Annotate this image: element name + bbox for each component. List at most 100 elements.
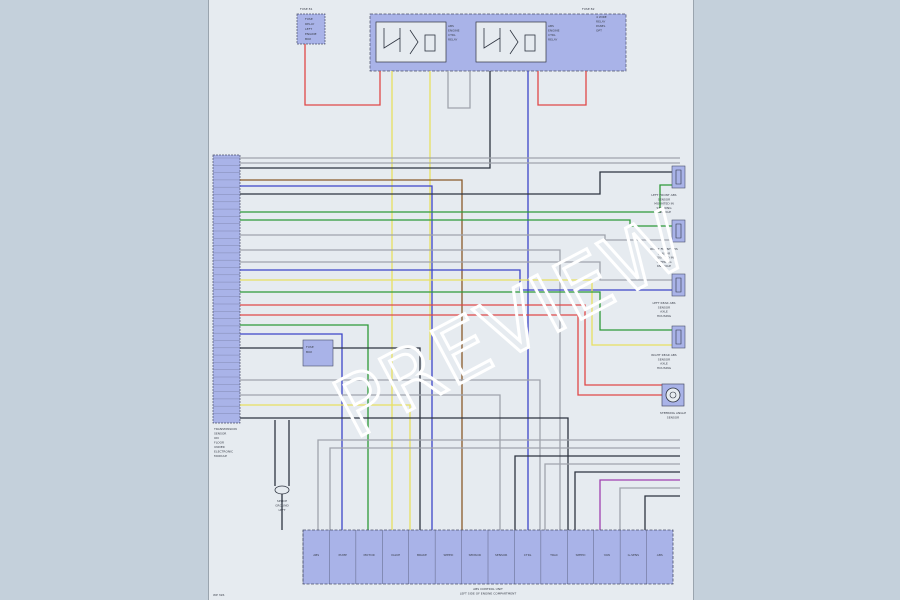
left-connector-caption-line: MODULE [214,454,227,458]
sensor-caption-line: SENSOR [658,305,670,309]
diagram-sheet [208,0,694,600]
sensor-caption-line: AXLE [660,362,668,366]
splice-caption-line: GROUND [275,504,289,508]
fuse-box-header: FUSE 81 [300,7,313,11]
wire-sensor3-a [240,261,672,281]
sensor-caption-line: SENSOR [658,197,670,201]
left-connector-caption-line: FLOOR [214,441,224,445]
center-note-line: BOX [306,350,312,354]
wire-sensor4-a [240,279,672,346]
relay-panel-header: FUSE 82 [582,7,595,11]
abs-unit-cell-label: MOTOR [363,553,374,557]
relay-2-label: CTRL [548,33,556,37]
wire-h-green-2 [240,324,369,530]
wire-h-grey-3 [240,249,561,530]
abs-unit-cell-label: ABS [657,553,663,557]
abs-unit-cell-label: BRAKE [417,553,427,557]
abs-unit-cell-label: ABS [313,553,319,557]
sensor-caption-line: HOUSING [657,314,672,318]
relay-1-label: ENGINE [448,29,460,33]
sensor-caption-line: KNUCKLE [657,264,671,268]
relay-1-label: CTRL [448,33,456,37]
wire-sensor4-b [240,291,672,331]
relay-panel-right-label: 4 WIRE [596,15,607,19]
sensor-plug-icon [675,223,682,239]
abs-unit-cell-label: G-SENS [628,553,639,557]
relay-2 [475,21,547,63]
relay-2-switch-icon [483,28,536,55]
steering-sensor-caption-line: STEERING ANGLE [660,411,686,415]
wire-power-fuse [304,44,381,106]
sensor-caption-line: HOUSING [657,366,672,370]
wire-h-grey-4 [240,379,541,530]
splice-caption-line: LEFT [278,508,285,512]
wire-steering-b [240,314,662,396]
sensor-caption-line: SENSOR [658,251,670,255]
relay-2-label: RELAY [548,38,558,42]
center-note-line: FUSE [306,345,314,349]
wire-h-brown [240,179,463,530]
sensor-caption-line: SENSOR [658,357,670,361]
wire-output-bundle [619,487,680,530]
sensor-caption-line: STEERING [656,206,672,210]
wire-steering-a [240,304,662,386]
fuse-box-line: LEFT [305,27,312,31]
abs-unit-caption-line: LEFT SIDE OF ENGINE COMPARTMENT [460,592,517,596]
wire-h-dark-3 [240,417,569,530]
sensor-caption-line: MOUNTED IN [654,256,674,260]
relay-2-label: ABS [548,24,554,28]
sensor-caption-line: MOUNTED IN [654,202,674,206]
wire-output-bundle [644,495,680,530]
fuse-box-line: ENGINE [305,32,317,36]
wire-output-bundle [574,471,680,530]
sensor-caption-line: KNUCKLE [657,210,671,214]
sensor-caption-line: RIGHT REAR ABS [651,353,676,357]
relay-1-label: RELAY [448,38,458,42]
wire-output-bundle [329,447,680,530]
wire-h-blue-2 [240,333,343,530]
left-connector-caption-line: SENSOR [214,432,226,436]
fuse-box-line: FUSE [305,17,313,21]
relay-panel-right-label: PANEL [596,24,606,28]
abs-unit-cell-label: SPEED [576,553,587,557]
wire-h-yellow-3 [240,404,411,530]
relay-1-label: ABS [448,24,454,28]
splice-caption-line: SPLICE [277,499,287,503]
fuse-box-line: RELAY [305,22,315,26]
wire-output-bundle [514,455,680,530]
sensor-caption-line: LEFT REAR ABS [652,301,675,305]
left-connector-caption-line: ON [214,436,219,440]
wire-relay-dark [240,71,491,169]
wire-power-relay [537,71,587,106]
abs-unit-cell-label: CTRL [524,553,532,557]
sensor-caption-line: RIGHT FRONT ABS [650,247,678,251]
sensor-plug-icon [675,277,682,293]
wire-sensor1-b [240,184,672,213]
sensor-plug-icon [675,329,682,345]
wire-relay-loop [447,71,471,109]
abs-unit-cell-label: PUMP [338,553,347,557]
wire-sensor2-a [240,219,672,227]
relay-2-label: ENGINE [548,29,560,33]
sensor-round-icon [665,387,681,403]
relay-panel-right-label: RELAY [596,20,606,24]
wire-sensor2-b [240,234,672,241]
left-connector-caption-line: ELECTRONIC [214,450,233,454]
abs-unit-cell-label: VALVE [391,553,400,557]
wire-h-grey-5 [240,394,501,530]
sensor-caption-line: STEERING [656,260,672,264]
wire-h-blue-1 [240,185,433,530]
